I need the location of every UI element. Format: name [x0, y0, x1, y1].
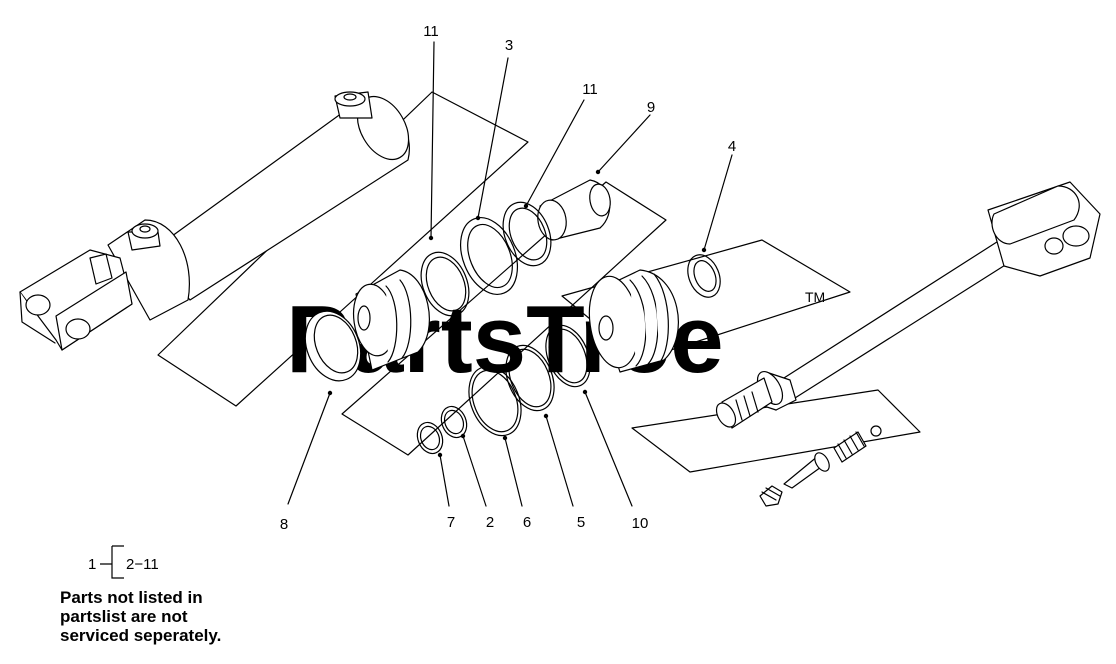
valve-poppet-and-spring	[759, 425, 882, 507]
note-line-3: serviced seperately.	[60, 626, 222, 645]
callout-9: 9	[647, 99, 655, 116]
leader-lines	[287, 41, 733, 507]
callout-3: 3	[505, 37, 513, 54]
callout-11-top-left: 11	[423, 23, 439, 40]
ring-part-3	[460, 217, 518, 295]
legend-range: 2−11	[126, 556, 159, 573]
callout-2: 2	[486, 514, 494, 531]
ring-part-5	[505, 344, 555, 412]
ring-part-11-right	[502, 201, 552, 267]
ring-part-10	[545, 324, 591, 388]
legend-assembly-number: 1	[88, 556, 96, 573]
seal-part-8	[304, 310, 362, 382]
callout-6: 6	[523, 514, 531, 531]
ring-part-6	[468, 365, 522, 437]
callout-5: 5	[577, 514, 585, 531]
note-line-2: partslist are not	[60, 607, 188, 626]
ring-part-7	[416, 421, 444, 455]
cylinder-barrel	[19, 91, 410, 351]
parts-note: Parts not listed in partslist are not se…	[60, 588, 320, 645]
ring-part-11-left	[420, 251, 470, 317]
piston-left	[352, 269, 430, 371]
assembly-plane-rod	[631, 389, 921, 473]
ring-part-4	[687, 254, 721, 298]
note-line-1: Parts not listed in	[60, 588, 203, 607]
callout-8: 8	[280, 516, 288, 533]
callout-10: 10	[632, 515, 649, 532]
ring-part-2	[440, 405, 468, 439]
callout-4: 4	[728, 138, 736, 155]
assembly-legend: 1 2−11	[88, 545, 159, 579]
leader-arrowheads	[327, 169, 707, 458]
piston-right	[588, 269, 679, 373]
watermark-trademark: TM	[805, 289, 825, 305]
gland-part-9	[537, 179, 611, 241]
callout-7: 7	[447, 514, 455, 531]
piston-rod	[715, 181, 1101, 429]
callout-11-top-right: 11	[582, 81, 598, 98]
